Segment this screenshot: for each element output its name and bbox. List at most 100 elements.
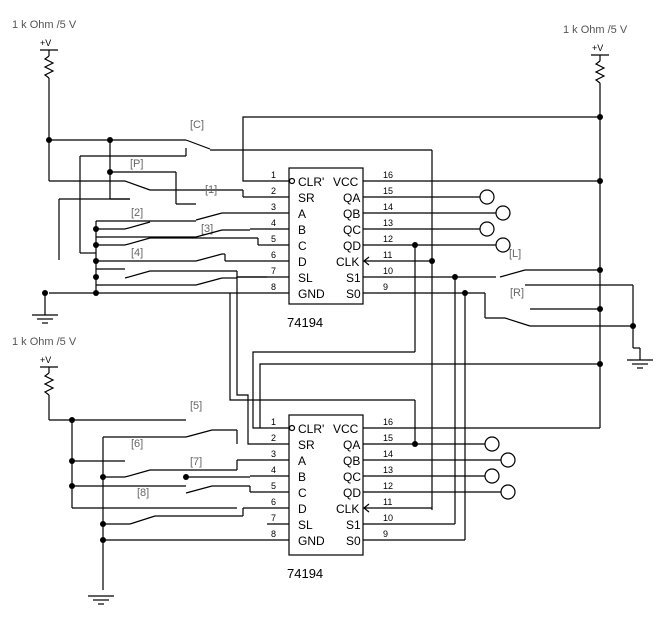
junctions [42,114,636,543]
chip-top-pin-num: 12 [383,234,393,244]
chip-bottom-pin-num: 16 [383,417,393,427]
switch-label-r: [R] [510,287,524,299]
chip-bottom-pin-name: S1 [346,518,361,532]
led-qd-bottom [500,484,516,500]
supply-label-2: +V [592,43,603,53]
ground-symbol-3 [88,595,114,605]
chip-bottom-pin-num: 14 [383,449,393,459]
chip-bottom-pin-num: 13 [383,465,393,475]
chip-top-pin-name: CLK [336,255,359,269]
chip-top-pin-num: 13 [383,218,393,228]
led-qc-top [479,221,495,237]
switch-label-p: [P] [130,158,143,170]
switch-3[interactable] [195,229,223,238]
chip-74194-top: 74194 1 2 3 4 5 6 7 8 CLR' SR A B [267,167,393,330]
chip-top-pin-name: S0 [346,287,361,301]
resistor-1 [43,55,55,79]
chip-bottom-pin-name: GND [298,534,325,548]
ground-symbol-2 [627,359,653,369]
chip-top-pin-num: 16 [383,170,393,180]
resistor-2 [594,60,606,84]
chip-top-pin-num: 8 [271,282,276,292]
chip-bottom-pin-num: 15 [383,433,393,443]
supply-label-3: +V [40,355,51,365]
led-qd-top [495,237,511,253]
chip-bottom-pin-name: QA [343,438,360,452]
switch-label-4: [4] [131,247,143,259]
chip-bottom-pin-name: QD [343,486,361,500]
chip-top-pin-num: 7 [271,266,276,276]
chip-top-pin-name: B [298,223,306,237]
chip-bottom-pin-num: 3 [271,449,276,459]
chip-bottom-pin-num: 4 [271,465,276,475]
chip-bottom-pin-num: 6 [271,497,276,507]
chip-bottom-pin-name: QC [343,470,361,484]
resistor-label-3: 1 k Ohm /5 V [12,336,77,348]
chip-bottom-pin-name: S0 [346,534,361,548]
switch-1[interactable] [195,212,223,221]
switch-6[interactable] [124,469,151,478]
switch-label-c: [C] [190,119,204,131]
switch-label-3: [3] [201,223,213,235]
chip-top-pin-num: 5 [271,234,276,244]
chip-top-pin-name: QA [343,191,360,205]
chip-top-pin-num: 4 [271,218,276,228]
chip-top-pin-num: 3 [271,202,276,212]
switch-label-8: [8] [137,487,149,499]
chip-top-pin-num: 9 [383,282,388,292]
resistor-3 [43,372,55,396]
switch-label-l: [L] [509,248,521,260]
chip-top-name: 74194 [287,315,323,330]
switch-4[interactable] [124,237,151,246]
chip-top-pin-name: S1 [346,271,361,285]
chip-top-pin-name: QB [343,207,360,221]
chip-bottom-pin-num: 9 [383,529,388,539]
resistor-label-2: 1 k Ohm /5 V [563,24,628,36]
chip-bottom-pin-num: 12 [383,481,393,491]
chip-bottom-name: 74194 [287,566,323,581]
switch-label-6: [6] [131,438,143,450]
switch-8[interactable] [129,515,156,525]
chip-bottom-pin-name: C [298,486,307,500]
chip-bottom-pin-name: SR [298,438,315,452]
ground-symbol-1 [32,314,58,324]
chip-top-pin-num: 10 [383,266,393,276]
chip-bottom-pin-num: 7 [271,513,276,523]
led-qa-top [479,189,495,205]
switch-label-7: [7] [190,456,202,468]
chip-bottom-pin-name: B [298,470,306,484]
chip-top-pin-name: QD [343,239,361,253]
switch-7[interactable] [185,485,213,494]
switch-label-5: [5] [190,400,202,412]
chip-bottom-pin-name: CLR' [298,422,324,436]
switch-p[interactable] [124,180,151,191]
chip-top-pin-num: 2 [271,186,276,196]
chip-top-pin-num: 11 [383,250,392,260]
chip-bottom-pin-num: 10 [383,513,393,523]
switch-5[interactable] [185,429,213,438]
chip-top-pin-name: SR [298,191,315,205]
switch-label-2: [2] [131,207,143,219]
led-qa-bottom [484,436,500,452]
chip-bottom-pin-name: QB [343,454,360,468]
chip-bottom-pin-num: 8 [271,529,276,539]
resistor-label-1: 1 k Ohm /5 V [12,19,77,31]
chip-bottom-pin-name: CLK [336,502,359,516]
switch-label-1: [1] [205,184,217,196]
chip-top-pin-name: D [298,255,307,269]
led-qb-bottom [500,452,516,468]
switch-l[interactable] [499,269,526,278]
switch-c[interactable] [185,139,211,150]
chip-bottom-pin-num: 11 [383,497,392,507]
chip-top-pin-num: 6 [271,250,276,260]
chip-top-pin-name: VCC [333,175,359,189]
chip-top-pin-num: 14 [383,202,393,212]
chip-top-pin-name: QC [343,223,361,237]
chip-bottom-pin-name: A [298,454,306,468]
chip-bottom-pin-num: 1 [271,417,276,427]
switch-r[interactable] [504,317,531,327]
chip-top-pin-name: SL [298,271,313,285]
chip-74194-bottom: 74194 1 2 3 4 5 6 7 8 CLR' SR A B C D SL… [267,414,393,581]
switch-2[interactable] [124,221,151,230]
